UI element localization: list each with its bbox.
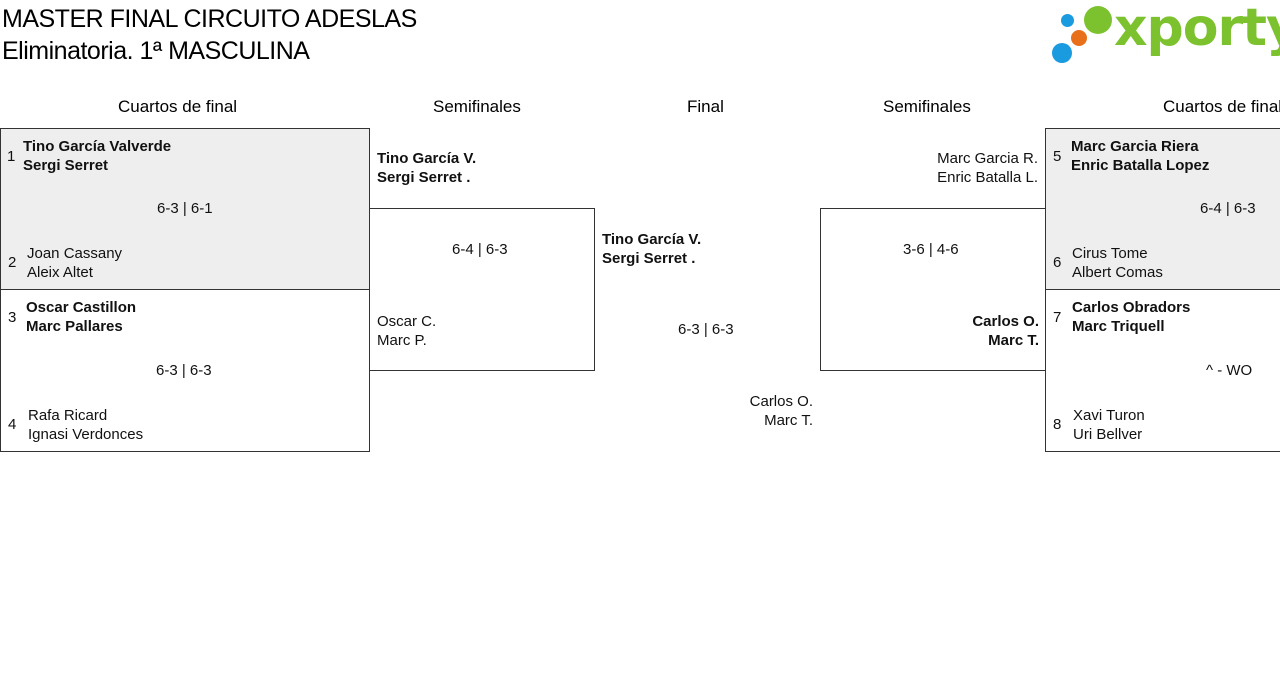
seed-number: 3 <box>8 309 17 326</box>
player: Tino García V. <box>377 150 477 167</box>
player: Sergi Serret <box>23 157 109 174</box>
player: Marc Pallares <box>26 318 123 335</box>
player: Enric Batalla Lopez <box>1071 157 1210 174</box>
bracket-name: Eliminatoria. 1ª MASCULINA <box>2 37 310 65</box>
logo-orange-dot <box>1071 30 1087 46</box>
match-score: 3-6 | 4-6 <box>903 241 959 258</box>
match-score: ^ - WO <box>1206 362 1253 379</box>
seed-number: 6 <box>1053 254 1062 271</box>
seed-number: 8 <box>1053 416 1062 433</box>
seed-number: 2 <box>8 254 17 271</box>
team-b: Rafa Ricard Ignasi Verdonces <box>28 406 143 444</box>
player: Tino García Valverde <box>23 138 172 155</box>
player: Uri Bellver <box>1073 426 1143 443</box>
player: Tino García V. <box>602 231 702 248</box>
player: Marc P. <box>377 332 427 349</box>
match-qf-left-1[interactable]: 1 Tino García Valverde Sergi Serret 6-3 … <box>0 128 370 290</box>
player: Aleix Altet <box>27 264 93 281</box>
team-a: Marc Garcia Riera Enric Batalla Lopez <box>1071 137 1209 175</box>
seed-number: 5 <box>1053 148 1062 165</box>
match-sf-left[interactable]: 6-4 | 6-3 Oscar C. Marc P. <box>369 208 595 371</box>
team-a: Oscar Castillon Marc Pallares <box>26 298 136 336</box>
match-qf-right-2[interactable]: 7 Carlos Obradors Marc Triquell ^ - WO 8… <box>1045 289 1280 452</box>
player: Marc Garcia Riera <box>1071 138 1199 155</box>
final-team-a: Tino García V. Sergi Serret . <box>602 230 701 268</box>
logo-green-dot <box>1084 6 1112 34</box>
player: Oscar Castillon <box>26 299 137 316</box>
team-a: Tino García Valverde Sergi Serret <box>23 137 171 175</box>
match-score: 6-3 | 6-1 <box>157 200 213 217</box>
seed-number: 7 <box>1053 309 1062 326</box>
match-sf-right[interactable]: 3-6 | 4-6 Carlos O. Marc T. <box>820 208 1046 371</box>
match-qf-right-1[interactable]: 5 Marc Garcia Riera Enric Batalla Lopez … <box>1045 128 1280 290</box>
team-b: Oscar C. Marc P. <box>377 312 436 350</box>
seed-number: 1 <box>7 148 16 165</box>
round-header-qf-right: Cuartos de final <box>1163 97 1280 116</box>
player: Rafa Ricard <box>28 407 108 424</box>
player: Marc T. <box>764 412 813 429</box>
match-qf-left-2[interactable]: 3 Oscar Castillon Marc Pallares 6-3 | 6-… <box>0 289 370 452</box>
player: Carlos O. <box>972 313 1039 330</box>
xporty-logo[interactable]: xporty <box>1050 0 1280 68</box>
player: Carlos Obradors <box>1072 299 1191 316</box>
page-title: MASTER FINAL CIRCUITO ADESLAS Eliminator… <box>2 3 417 67</box>
player: Joan Cassany <box>27 245 123 262</box>
player: Albert Comas <box>1072 264 1163 281</box>
round-header-sf-right: Semifinales <box>883 97 971 116</box>
player: Sergi Serret . <box>602 250 696 267</box>
round-header-sf-left: Semifinales <box>433 97 521 116</box>
match-score: 6-3 | 6-3 <box>156 362 212 379</box>
round-header-qf-left: Cuartos de final <box>118 97 238 116</box>
player: Marc T. <box>988 332 1039 349</box>
tournament-name: MASTER FINAL CIRCUITO ADESLAS <box>2 5 417 33</box>
team-b: Xavi Turon Uri Bellver <box>1073 406 1145 444</box>
round-header-final: Final <box>687 97 724 116</box>
player: Marc Triquell <box>1072 318 1165 335</box>
player: Enric Batalla L. <box>937 169 1038 186</box>
seed-number: 4 <box>8 416 17 433</box>
logo-blue-dot-large <box>1052 43 1072 63</box>
player: Oscar C. <box>377 313 437 330</box>
team-a: Carlos Obradors Marc Triquell <box>1072 298 1190 336</box>
player: Cirus Tome <box>1072 245 1148 262</box>
match-score: 6-4 | 6-3 <box>1200 200 1256 217</box>
match-score: 6-4 | 6-3 <box>452 241 508 258</box>
player: Xavi Turon <box>1073 407 1145 424</box>
logo-wordmark: xporty <box>1114 0 1280 58</box>
player: Marc Garcia R. <box>937 150 1038 167</box>
player: Ignasi Verdonces <box>28 426 144 443</box>
final-score: 6-3 | 6-3 <box>678 321 734 338</box>
final-team-b: Carlos O. Marc T. <box>700 392 813 430</box>
team-b: Cirus Tome Albert Comas <box>1072 244 1163 282</box>
sf-right-team-a: Marc Garcia R. Enric Batalla L. <box>880 149 1038 187</box>
team-b: Joan Cassany Aleix Altet <box>27 244 122 282</box>
team-b: Carlos O. Marc T. <box>881 312 1039 350</box>
player: Sergi Serret . <box>377 169 471 186</box>
sf-left-team-a: Tino García V. Sergi Serret . <box>377 149 476 187</box>
player: Carlos O. <box>749 393 813 410</box>
logo-blue-dot <box>1061 14 1074 27</box>
